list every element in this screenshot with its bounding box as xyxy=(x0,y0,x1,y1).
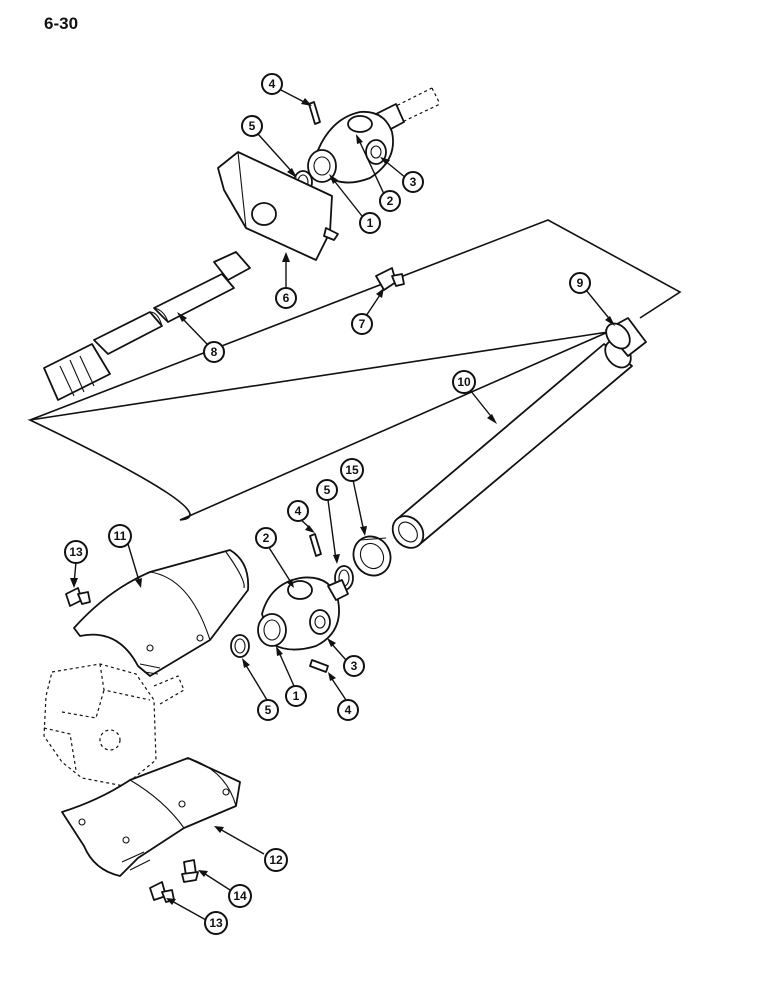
callout-15: 15 xyxy=(340,458,364,482)
page-number: 6-30 xyxy=(44,14,79,33)
lower-universal-joint xyxy=(230,533,354,673)
callout-label: 7 xyxy=(359,317,366,331)
callout-label: 1 xyxy=(367,216,374,230)
callout-label: 4 xyxy=(295,504,302,518)
callout-label: 8 xyxy=(211,345,218,359)
callout-5-mid: 5 xyxy=(316,479,338,501)
callout-label: 4 xyxy=(269,77,276,91)
callout-label: 10 xyxy=(457,375,471,389)
lower-shield xyxy=(61,757,241,877)
callout-4-top: 4 xyxy=(261,73,283,95)
callout-4-bottom: 4 xyxy=(337,699,359,721)
callout-3-top: 3 xyxy=(402,171,424,193)
callout-label: 12 xyxy=(269,853,283,867)
shield-bracket xyxy=(217,151,339,261)
callout-7: 7 xyxy=(351,313,373,335)
bolt-7 xyxy=(375,267,405,291)
callout-label: 11 xyxy=(114,529,127,543)
callout-1-bottom: 1 xyxy=(285,685,307,707)
leader-lines xyxy=(70,88,615,921)
upper-universal-joint xyxy=(293,87,441,194)
bearing-ring-15 xyxy=(352,535,392,577)
callout-label: 2 xyxy=(387,194,394,208)
callout-6: 6 xyxy=(275,287,297,309)
callout-label: 15 xyxy=(345,463,359,477)
callout-3-bottom: 3 xyxy=(343,655,365,677)
callout-11: 11 xyxy=(108,524,132,548)
callout-label: 2 xyxy=(263,531,270,545)
callout-label: 3 xyxy=(351,659,358,673)
callout-2-bottom: 2 xyxy=(255,527,277,549)
callout-label: 14 xyxy=(233,889,247,903)
callout-8: 8 xyxy=(203,341,225,363)
callout-label: 13 xyxy=(69,545,83,559)
callout-label: 13 xyxy=(209,916,223,930)
splined-shaft xyxy=(43,251,251,401)
callout-13-upper: 13 xyxy=(64,540,88,564)
callout-label: 5 xyxy=(265,703,272,717)
group-boundary xyxy=(27,219,682,521)
bolt-13-lower xyxy=(149,881,175,903)
tube-assembly xyxy=(391,317,647,549)
callout-label: 3 xyxy=(410,175,417,189)
callout-5-top: 5 xyxy=(241,115,263,137)
callout-5-bottom: 5 xyxy=(257,699,279,721)
callout-label: 1 xyxy=(293,689,300,703)
callout-12: 12 xyxy=(264,848,288,872)
callout-13-lower: 13 xyxy=(204,911,228,935)
callout-10: 10 xyxy=(452,370,476,394)
callout-label: 4 xyxy=(345,703,352,717)
callout-label: 6 xyxy=(283,291,290,305)
callout-9: 9 xyxy=(569,272,591,294)
callout-14: 14 xyxy=(228,884,252,908)
callout-1-top: 1 xyxy=(359,212,381,234)
callout-2-top: 2 xyxy=(379,190,401,212)
callout-label: 5 xyxy=(249,119,256,133)
bolt-14 xyxy=(181,859,199,883)
upper-shield xyxy=(73,549,250,677)
bolt-13-upper xyxy=(65,587,91,607)
callout-label: 9 xyxy=(577,276,584,290)
callout-4-mid: 4 xyxy=(287,500,309,522)
callout-label: 5 xyxy=(324,483,331,497)
